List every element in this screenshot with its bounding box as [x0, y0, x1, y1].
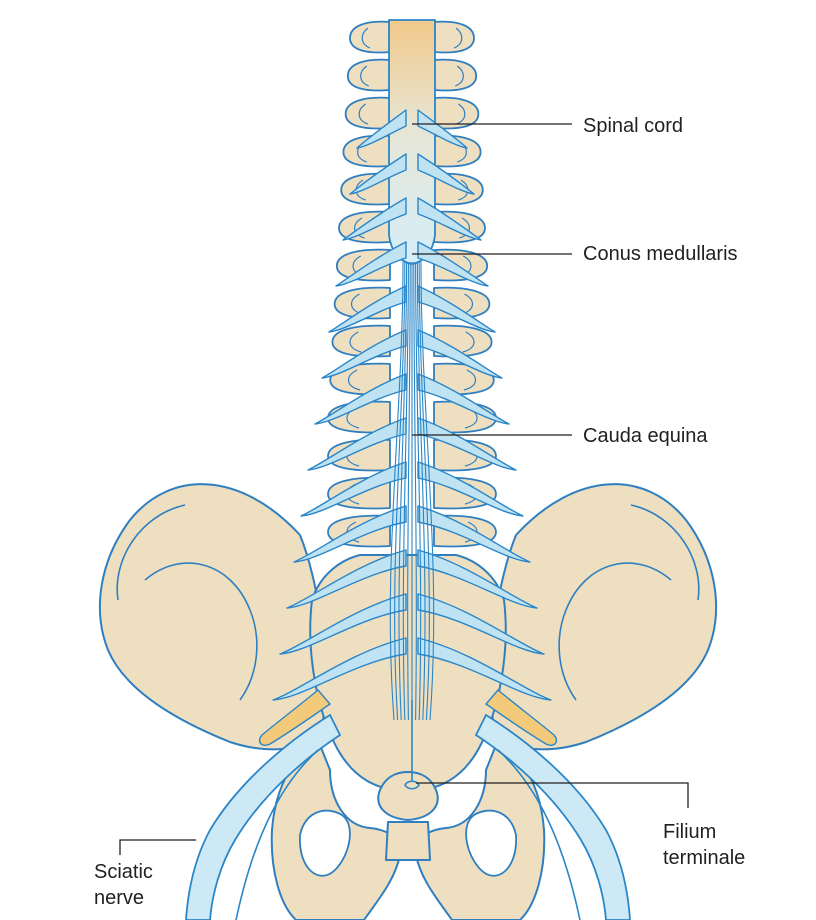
left-sciatic-yellow-root — [258, 689, 332, 746]
cauda-equina-strand — [413, 261, 417, 721]
label-sciatic-line2: nerve — [94, 887, 145, 909]
nerve-root-right — [417, 329, 503, 379]
vertebra-left-process — [354, 217, 365, 239]
right-sciatic-nerve — [474, 713, 631, 920]
label-filium-line1: Filium — [663, 821, 717, 843]
right-wing-rim-line — [630, 504, 700, 601]
nerve-root-left — [335, 241, 407, 287]
leader-sciatic-nerve — [119, 839, 196, 855]
nerve-root-left — [342, 197, 407, 241]
left-sciatic-nerve — [185, 713, 342, 920]
vertebra-right-lobe — [433, 96, 480, 130]
left-sciatic-branch — [235, 749, 319, 920]
nerve-roots — [272, 109, 552, 701]
vertebra-right-process — [453, 27, 463, 49]
nerve-root-left — [279, 593, 407, 655]
filum-terminale — [404, 700, 420, 790]
right-sciatic-yellow-root — [484, 689, 558, 746]
left-wing-rim-line — [116, 504, 186, 601]
left-obturator — [299, 809, 351, 877]
vertebra-right-lobe — [433, 134, 482, 168]
vertebra-left-lobe — [335, 248, 391, 282]
nerve-root-left — [321, 329, 407, 379]
nerve-root-right — [417, 373, 510, 425]
vertebra-left-lobe — [342, 134, 391, 168]
vertebra-left-process — [358, 103, 369, 125]
nerve-root-left — [307, 417, 407, 471]
nerve-root-left — [349, 153, 407, 195]
nerve-root-left — [272, 637, 407, 701]
cauda-equina-strand — [416, 261, 426, 721]
vertebra-right-process — [462, 331, 475, 353]
right-wing-inner-line — [558, 562, 672, 701]
nerve-root-left — [300, 461, 407, 517]
label-spinal-cord: Spinal cord — [583, 115, 684, 137]
spinal-cord-group — [388, 19, 436, 265]
sciatic-nerves — [185, 689, 631, 920]
cauda-equina-strand — [407, 261, 411, 721]
nerve-root-right — [417, 637, 552, 701]
vertebra-left-process — [360, 65, 370, 87]
vertebra-left-lobe — [344, 96, 391, 130]
nerve-root-right — [417, 153, 475, 195]
leader-lines — [119, 123, 689, 855]
nerve-root-left — [356, 109, 407, 149]
cauda-equina-strand — [398, 261, 408, 721]
nerve-root-right — [417, 505, 531, 563]
nerve-root-right — [417, 549, 538, 609]
label-sciatic-line1: Sciatic — [94, 861, 153, 883]
label-filium-terminale: Filium terminale — [663, 819, 745, 871]
vertebra-right-lobe — [433, 20, 475, 54]
vertebra-right-lobe — [433, 58, 478, 92]
nerve-root-left — [286, 549, 407, 609]
cauda-equina-strand — [418, 261, 430, 721]
vertebra-left-process — [361, 27, 371, 49]
nerve-root-left — [293, 505, 407, 563]
vertebra-left-process — [349, 331, 362, 353]
cauda-equina-strand — [394, 261, 406, 721]
cauda-equina-strand — [415, 261, 422, 721]
vertebra-left-lobe — [346, 58, 391, 92]
cauda-equina-strand — [420, 261, 435, 721]
left-wing-inner-line — [144, 562, 258, 701]
vertebra-right-process — [455, 103, 466, 125]
nerve-root-right — [417, 461, 524, 517]
label-conus-medullaris: Conus medullaris — [583, 243, 738, 265]
cauda-equina-strand — [389, 261, 404, 721]
vertebra-left-lobe — [349, 20, 391, 54]
cauda-equina-strand — [402, 261, 409, 721]
nerve-root-right — [417, 593, 545, 655]
vertebra-right-process — [459, 217, 470, 239]
nerve-root-left — [328, 285, 407, 333]
pubic-symphysis — [385, 821, 431, 861]
nerve-root-right — [417, 285, 496, 333]
vertebra-right-lobe — [433, 248, 489, 282]
nerve-root-left — [314, 373, 407, 425]
filum-terminale-strand — [404, 700, 420, 790]
label-sciatic-nerve: Sciatic nerve — [94, 859, 153, 911]
leader-filium-terminale — [416, 782, 689, 808]
right-sciatic-branch — [497, 749, 581, 920]
spinal-cord — [388, 19, 436, 265]
vertebra-left-process — [347, 369, 361, 391]
nerve-root-right — [417, 109, 468, 149]
right-obturator — [465, 809, 517, 877]
cauda-equina-strands — [389, 261, 435, 721]
label-cauda-equina: Cauda equina — [583, 425, 708, 447]
nerve-root-right — [417, 241, 489, 287]
nerve-root-right — [417, 197, 482, 241]
label-filium-line2: terminale — [663, 847, 746, 869]
vertebra-right-process — [454, 65, 464, 87]
vertebra-right-process — [463, 369, 477, 391]
coccyx — [377, 771, 439, 821]
